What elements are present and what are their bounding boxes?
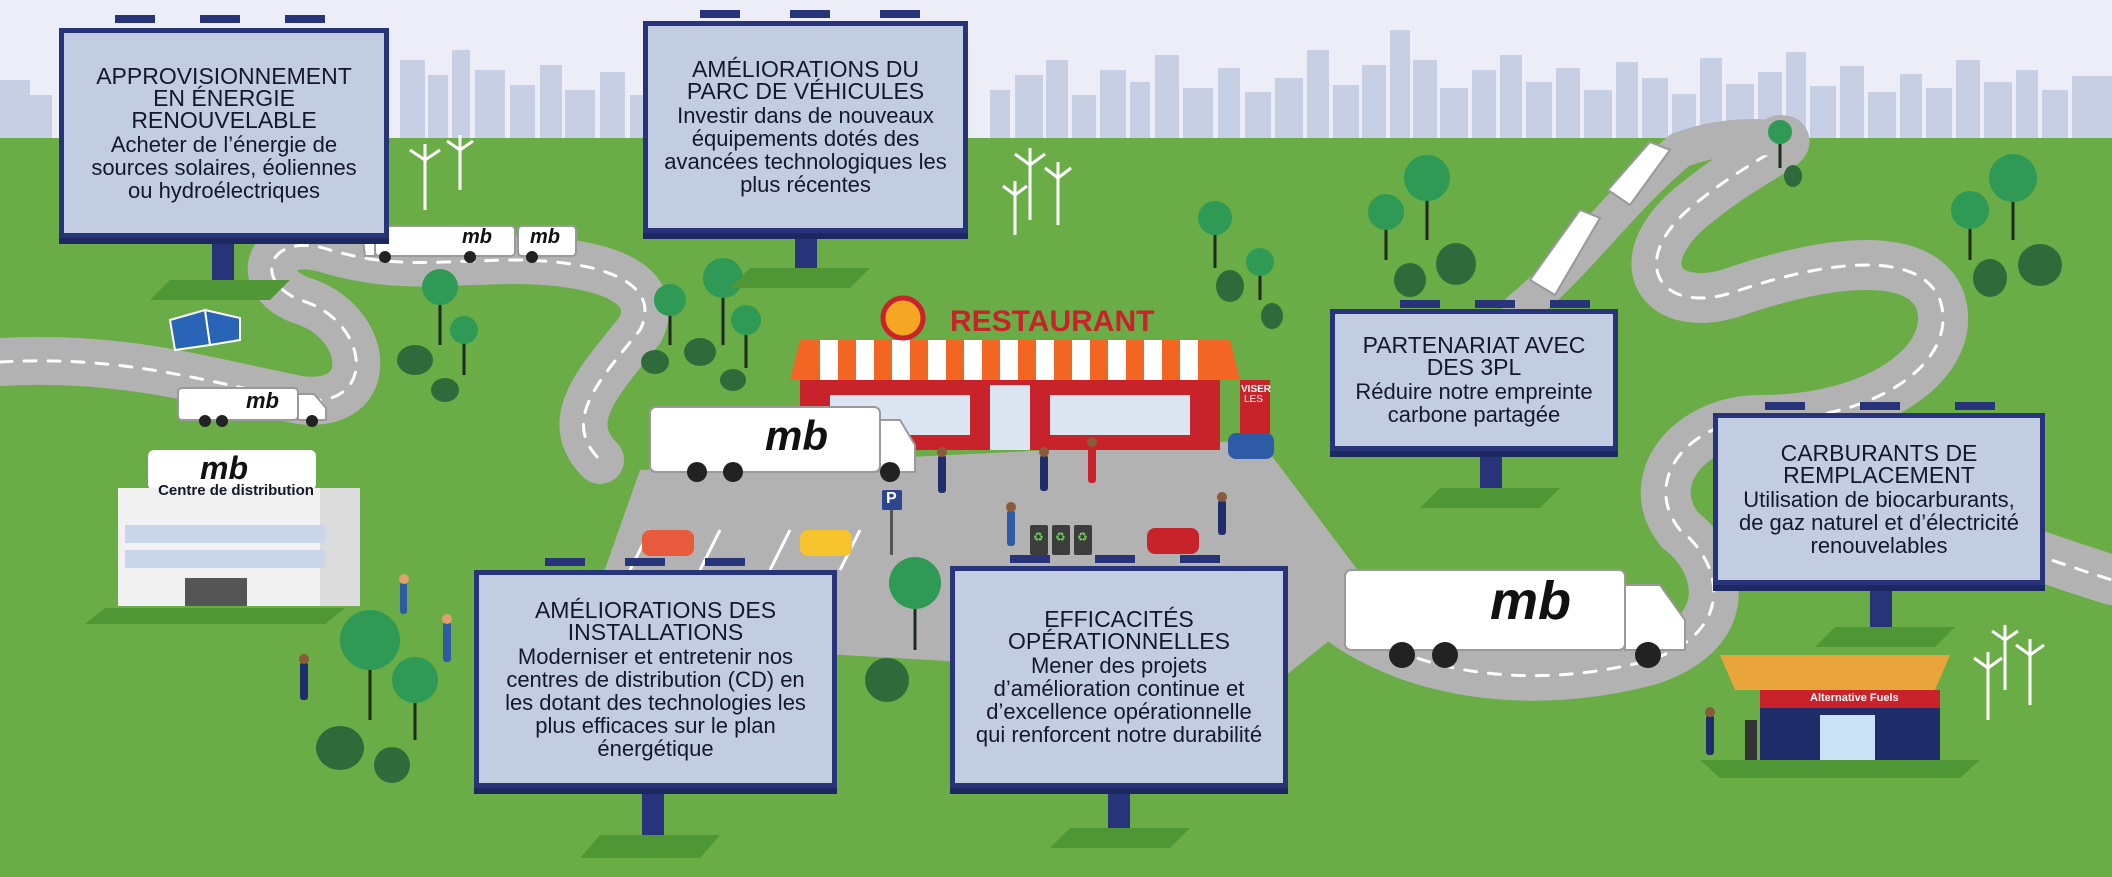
solar-panels [168, 308, 241, 352]
distribution-center [118, 450, 360, 606]
billboard-posts [115, 10, 1995, 835]
distribution-center-label: Centre de distribution [158, 482, 314, 499]
grass-patches [85, 268, 1980, 858]
billboard-body: Acheter de l’énergie de sources solaires… [91, 131, 357, 203]
billboard-title: AMÉLIORATIONS DU PARC DE VÉHICULES [686, 56, 925, 104]
billboard-operations: EFFICACITÉS OPÉRATIONNELLES Mener des pr… [950, 566, 1288, 788]
recycle-icon: ♻ [1055, 530, 1066, 544]
billboard-3pl: PARTENARIAT AVEC DES 3PL Réduire notre e… [1330, 309, 1618, 451]
billboard-body: Utilisation de biocarburants, de gaz nat… [1738, 486, 2020, 558]
brand-logo-small-truck: mb [246, 388, 279, 413]
fuel-station-label: Alternative Fuels [1810, 692, 1899, 704]
fuel-station [1720, 655, 1950, 760]
viser-sign-bottom: LES [1244, 394, 1263, 405]
recycle-icon: ♻ [1033, 530, 1044, 544]
recycling-bins [1030, 525, 1092, 555]
billboard-body: Investir dans de nouveaux équipements do… [664, 103, 947, 197]
billboard-fleet: AMÉLIORATIONS DU PARC DE VÉHICULES Inves… [643, 21, 968, 233]
trees [316, 120, 2062, 783]
billboard-body: Mener des projets d’amélioration continu… [975, 653, 1263, 747]
viser-sign-top: VISER [1241, 384, 1272, 395]
brand-logo-distribution-center: mb [200, 450, 248, 486]
billboard-body: Moderniser et entretenir nos centres de … [505, 643, 806, 761]
recycle-icon: ♻ [1077, 530, 1088, 544]
billboard-title: PARTENARIAT AVEC DES 3PL [1362, 332, 1586, 380]
people [299, 437, 1715, 755]
brand-logo-road-truck: mb [462, 226, 492, 248]
wind-turbines [409, 135, 2045, 720]
brand-logo-trailer: mb [530, 226, 560, 248]
billboard-fuels: CARBURANTS DE REMPLACEMENT Utilisation d… [1713, 413, 2045, 585]
billboard-title: EFFICACITÉS OPÉRATIONNELLES [1008, 606, 1230, 654]
billboard-title: APPROVISIONNEMENT EN ÉNERGIE RENOUVELABL… [96, 62, 352, 133]
billboard-body: Réduire notre empreinte carbone partagée [1355, 379, 1593, 427]
parking-sign [882, 490, 902, 555]
billboard-facilities: AMÉLIORATIONS DES INSTALLATIONS Modernis… [474, 570, 837, 788]
trucks [177, 140, 1686, 668]
brand-logo-restaurant-truck: mb [765, 412, 828, 459]
restaurant-sign: RESTAURANT [950, 305, 1155, 338]
billboard-title: AMÉLIORATIONS DES INSTALLATIONS [534, 596, 777, 645]
city-skyline [0, 30, 2112, 140]
brand-logo-large-truck: mb [1490, 571, 1571, 631]
cars [642, 433, 1274, 556]
parking-sign-letter: P [886, 490, 897, 507]
billboard-renewable-energy: APPROVISIONNEMENT EN ÉNERGIE RENOUVELABL… [59, 28, 389, 238]
billboard-title: CARBURANTS DE REMPLACEMENT [1780, 439, 1978, 488]
